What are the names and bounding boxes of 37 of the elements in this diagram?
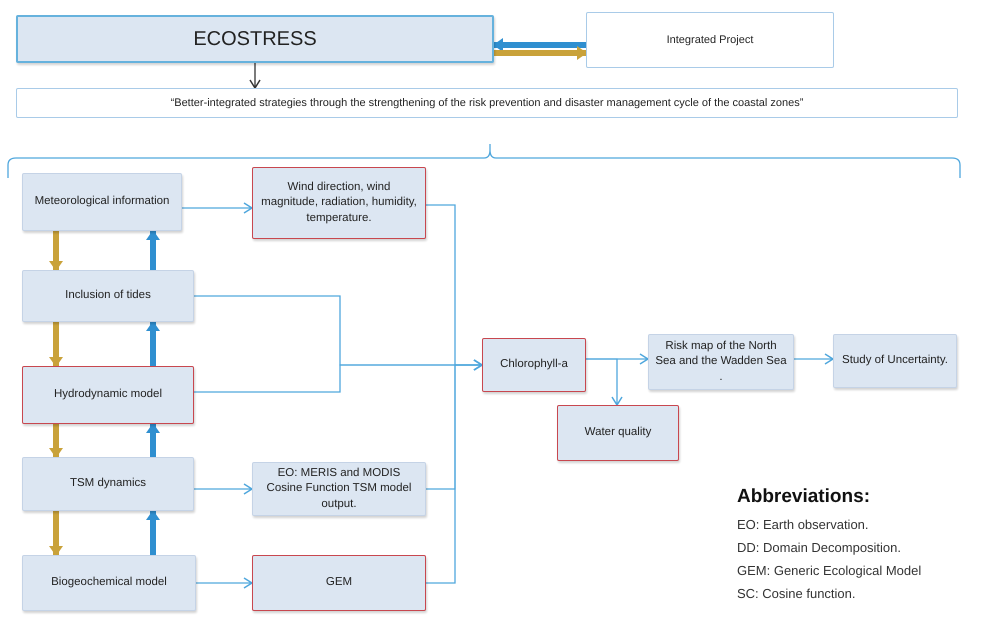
process-box: Inclusion of tides [22,270,194,322]
legend-heading: Abbreviations: [737,486,870,508]
project-title-box: ECOSTRESS [16,15,494,63]
process-box: TSM dynamics [22,457,194,511]
block-arrow [49,322,63,367]
block-arrow [494,46,587,60]
process-box: Hydrodynamic model [22,366,194,424]
arrow [194,483,253,495]
arrow [586,358,623,406]
process-box: Biogeochemical model [22,555,196,611]
block-arrow [49,511,63,556]
block-arrow [146,423,160,457]
block-arrow [146,510,160,555]
abbreviation-note: GEM: Generic Ecological Model [737,563,922,578]
process-box: GEM [252,555,426,611]
goal-statement-box: “Better-integrated strategies through the strengthening of the risk prevention and disaster management cycle of the coastal zones” [16,88,958,118]
abbreviation-note: DD: Domain Decomposition. [737,540,902,555]
arrow [182,202,253,214]
output-box: Chlorophyll-a [482,338,586,392]
abbreviation-note: EO: Earth observation. [737,517,869,532]
arrow [794,353,834,365]
process-box: Meteorological information [22,173,182,231]
block-arrow [146,321,160,366]
arrow [249,63,261,89]
block-arrow [146,230,160,270]
output-box: Water quality [557,405,679,461]
process-box: Wind direction, wind magnitude, radiation, humidity, temperature. [252,167,426,239]
project-box: Integrated Project [586,12,834,68]
output-box: Risk map of the North Sea and the Wadden Sea . [648,334,794,390]
abbreviation-note: SC: Cosine function. [737,586,856,601]
process-box: EO: MERIS and MODIS Cosine Function TSM model output. [252,462,426,516]
arrow [426,359,483,584]
block-arrow [49,231,63,271]
arrow [196,577,253,589]
block-arrow [493,38,586,52]
output-box: Study of Uncertainty. [833,334,957,388]
block-arrow [49,424,63,458]
